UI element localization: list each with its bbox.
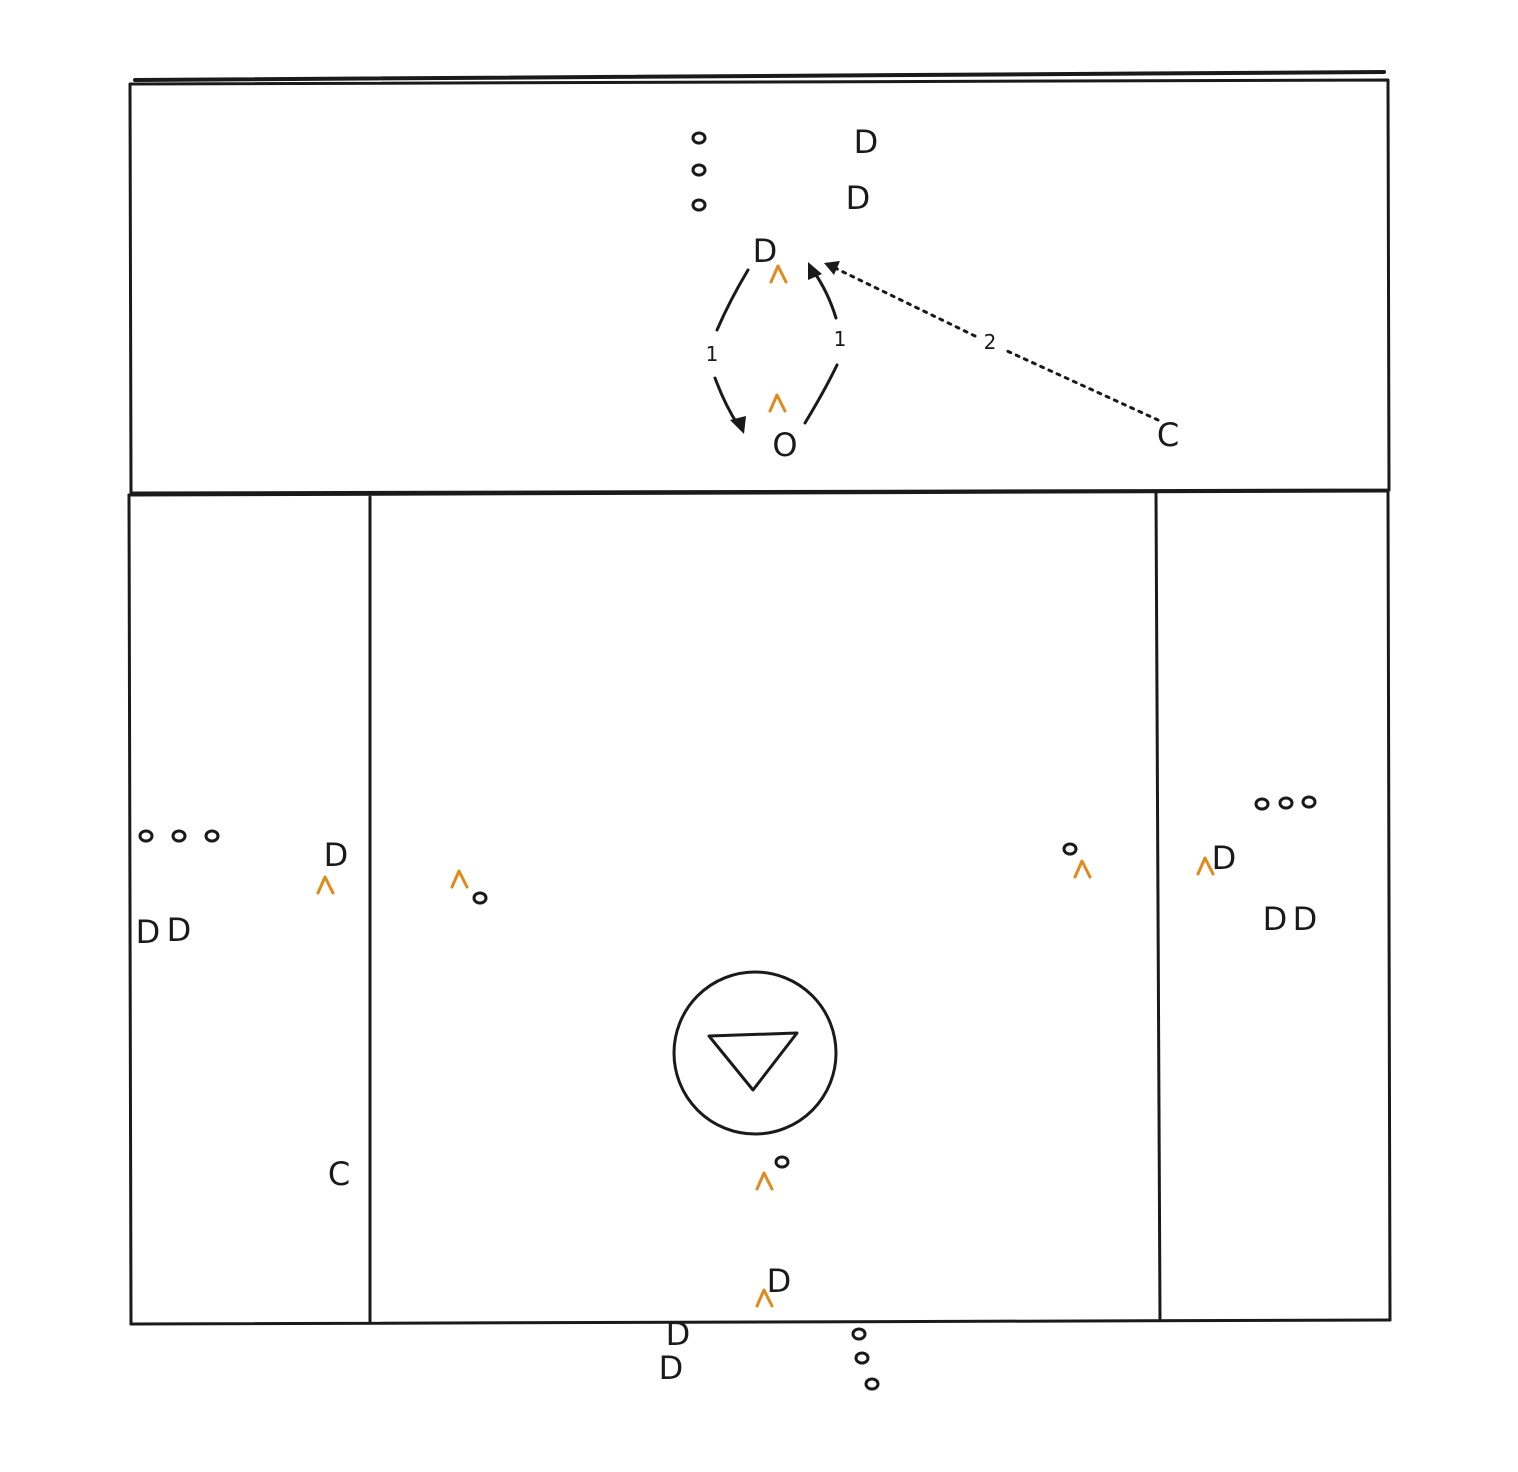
arrow-2-lower (1003, 348, 1160, 422)
crease-icon (672, 970, 838, 1136)
ball-icon (691, 131, 707, 145)
cones (316, 264, 1215, 1308)
defender-label: D (753, 232, 778, 270)
arrowhead-icon (824, 261, 840, 275)
ball-icon (1254, 797, 1270, 811)
arrow-2-upper (833, 266, 977, 338)
cone-icon (450, 869, 469, 889)
defender-label: D (767, 1262, 792, 1300)
defender-label: D (666, 1315, 691, 1353)
step-number: 2 (984, 330, 997, 354)
cone-icon (769, 264, 788, 284)
defender-label: D (324, 836, 349, 874)
midline (127, 489, 1390, 497)
arrowhead-icon (808, 262, 822, 280)
cone-icon (768, 393, 787, 413)
drill-arrows (713, 261, 1160, 434)
cone-icon (1073, 859, 1092, 879)
defender-label: D (659, 1349, 684, 1387)
ball-icon (864, 1377, 880, 1391)
cone-icon (755, 1171, 774, 1191)
ball-icon (691, 163, 707, 177)
coach-label: C (328, 1155, 350, 1193)
arrow-1-left-bottom (713, 376, 740, 427)
defenders: D D D D D D D D D D D D (136, 123, 1318, 1387)
defender-label: D (167, 911, 192, 949)
offense-label: O (772, 426, 797, 464)
ball-icon (138, 829, 154, 843)
goal-icon (707, 1031, 799, 1092)
ball-icon (851, 1327, 867, 1341)
defender-label: D (854, 123, 879, 161)
ball-icon (472, 891, 488, 905)
arrow-1-left-top (715, 268, 750, 332)
arrow-1-right-bottom (803, 363, 839, 425)
cone-icon (1196, 856, 1215, 876)
cone-icon (316, 875, 335, 895)
ball-icon (854, 1351, 870, 1365)
ball-icon (204, 829, 220, 843)
ball-icon (691, 198, 707, 212)
step-number: 1 (834, 327, 847, 351)
field-lines (127, 70, 1392, 1326)
left-sideline (127, 493, 133, 1326)
end-line (129, 1318, 1392, 1326)
defender-label: D (1263, 900, 1288, 938)
right-restraining-line (1154, 491, 1162, 1321)
ball-icon (171, 829, 187, 843)
ball-icon (774, 1155, 790, 1169)
ball-icon (1278, 796, 1294, 810)
defender-label: D (136, 913, 161, 951)
ball-icon (1301, 795, 1317, 809)
top-double-line (133, 70, 1386, 82)
coach-label: C (1157, 416, 1179, 454)
right-sideline (1386, 489, 1392, 1322)
defender-label: D (1212, 839, 1237, 877)
cone-icon (755, 1288, 774, 1308)
arrow-1-right-top (812, 270, 838, 320)
ball-icon (1062, 842, 1078, 856)
balls (138, 131, 1317, 1391)
defender-label: D (846, 179, 871, 217)
arrowhead-icon (730, 416, 746, 434)
defender-label: D (1293, 900, 1318, 938)
step-number: 1 (706, 342, 719, 366)
upper-box (128, 78, 1391, 495)
